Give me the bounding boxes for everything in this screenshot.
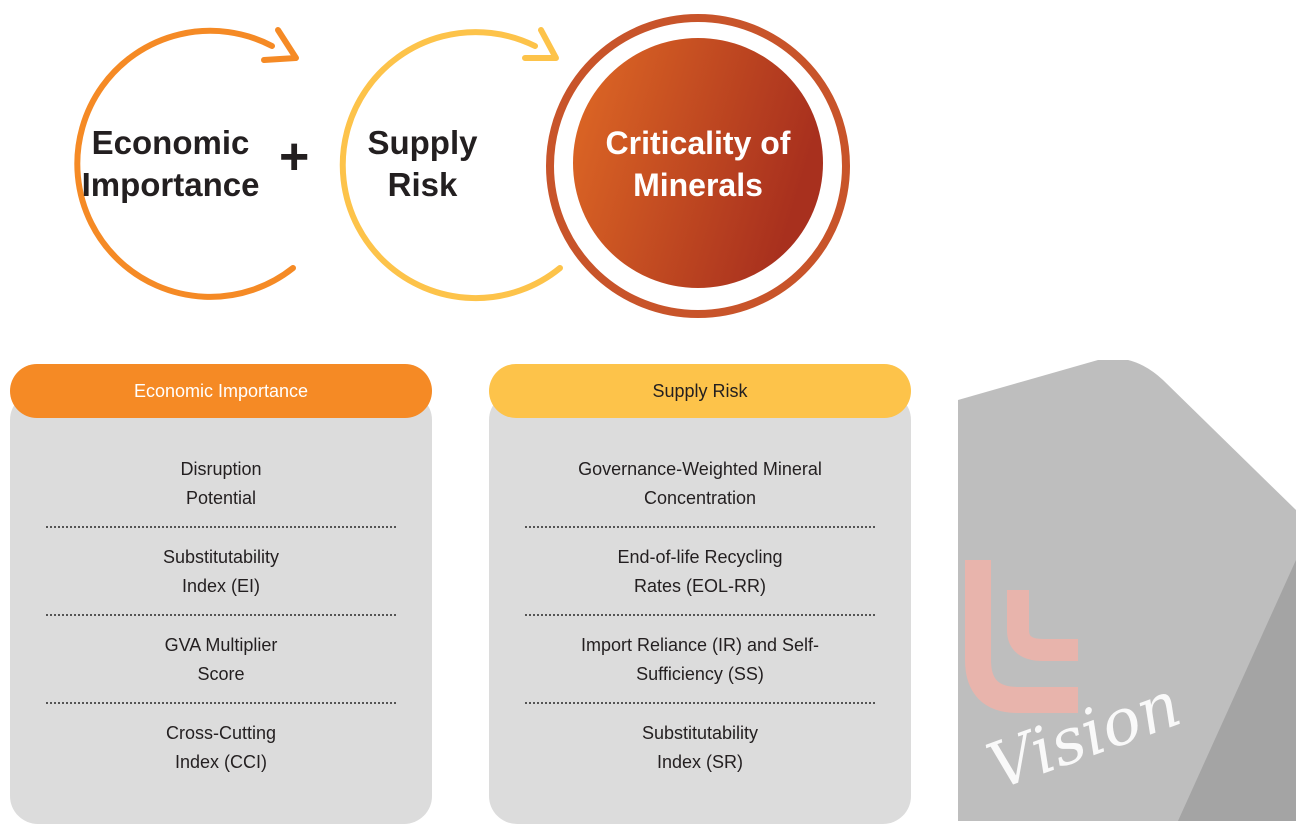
- economic-panel-body: [10, 392, 432, 824]
- supply-panel-body: [489, 392, 911, 824]
- supply-item-substitutability: Substitutability Index (SR): [641, 723, 759, 772]
- criticality-label: Criticality of Minerals: [588, 122, 808, 206]
- supply-panel-header: Supply Risk: [489, 364, 911, 418]
- supply-label-line1: Supply: [367, 124, 478, 161]
- supply-risk-panel: Supply Risk Governance-Weighted Mineral …: [489, 364, 911, 824]
- supply-label-line2: Risk: [387, 166, 458, 203]
- plus-operator: +: [279, 128, 310, 186]
- supply-risk-arc: [339, 29, 563, 302]
- economic-panel-items: Disruption Potential Substitutability In…: [46, 452, 396, 786]
- supply-risk-label: Supply Risk: [340, 122, 505, 206]
- criticality-label-line1: Criticality of: [605, 125, 791, 161]
- dotted-divider: [525, 614, 875, 616]
- criticality-label-line2: Minerals: [633, 167, 763, 203]
- dotted-divider: [46, 614, 396, 616]
- criticality-filled-circle: [573, 38, 823, 288]
- dotted-divider: [525, 702, 875, 704]
- supply-item-governance: Governance-Weighted Mineral Concentratio…: [578, 459, 822, 508]
- supply-arrowhead-icon: [522, 27, 559, 61]
- economic-item-gva: GVA Multiplier Score: [164, 635, 278, 684]
- economic-panel-header: Economic Importance: [10, 364, 432, 418]
- economic-importance-label: Economic Importance: [68, 122, 273, 206]
- supply-panel-items: Governance-Weighted Mineral Concentratio…: [525, 452, 875, 786]
- economic-item-substitutability: Substitutability Index (EI): [162, 547, 280, 596]
- economic-item-disruption: Disruption Potential: [180, 459, 262, 508]
- economic-importance-panel: Economic Importance Disruption Potential…: [10, 364, 432, 824]
- economic-label-line1: Economic: [91, 124, 250, 161]
- criticality-outer-ring: [546, 14, 850, 318]
- economic-importance-arc: [74, 27, 296, 300]
- criticality-circles-diagram: [74, 14, 850, 318]
- economic-label-line2: Importance: [81, 166, 260, 203]
- economic-item-cci: Cross-Cutting Index (CCI): [165, 723, 277, 772]
- economic-arrowhead-icon: [261, 27, 299, 63]
- dotted-divider: [46, 526, 396, 528]
- supply-item-recycling: End-of-life Recycling Rates (EOL-RR): [617, 547, 783, 596]
- watermark-logo: Vision: [958, 360, 1296, 821]
- dotted-divider: [525, 526, 875, 528]
- supply-item-import-reliance: Import Reliance (IR) and Self- Sufficien…: [580, 635, 820, 684]
- dotted-divider: [46, 702, 396, 704]
